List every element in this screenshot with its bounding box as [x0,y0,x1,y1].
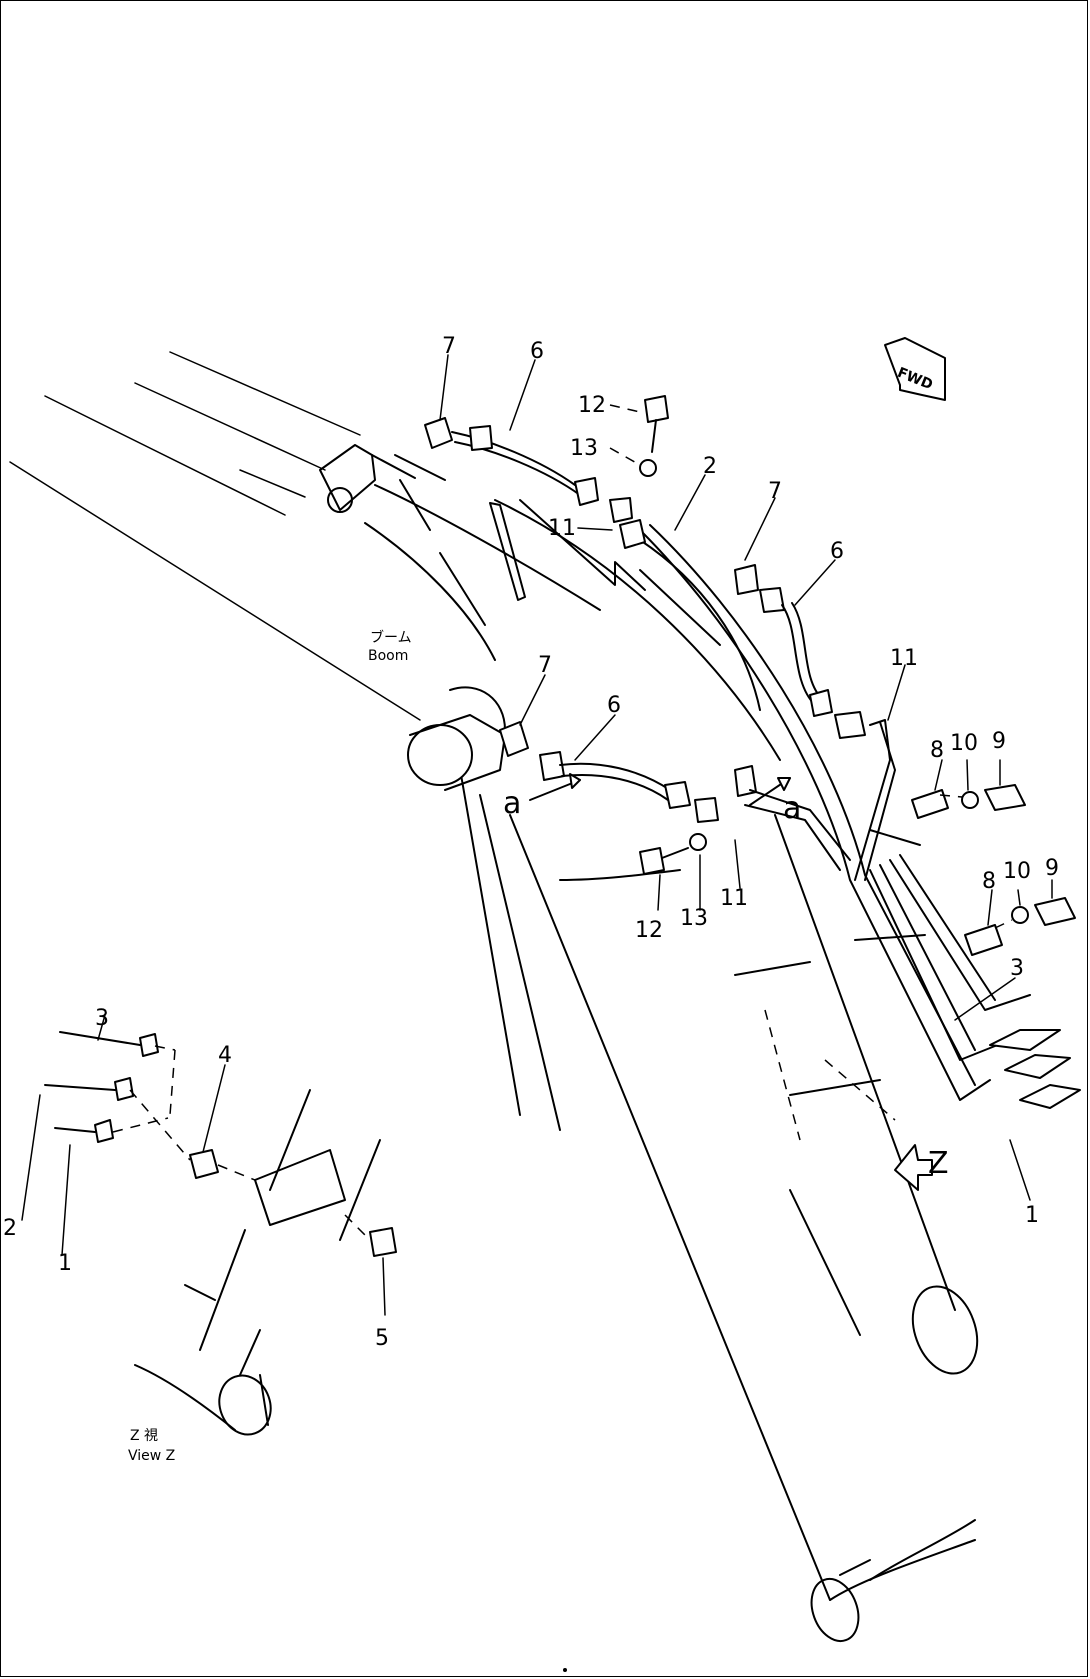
part-label-11: 11 [890,646,918,671]
bolts-and-washers [639,395,1076,956]
main-pipes [639,524,1081,1109]
part-label-12: 12 [635,918,663,943]
part-label-1: 1 [1025,1203,1039,1228]
view-label-en: View Z [128,1448,175,1464]
part-label-9: 9 [1045,856,1059,881]
part-label-11: 11 [720,886,748,911]
part-label-2: 2 [703,454,717,479]
marker-a-right: a [783,791,801,826]
part-label-8: 8 [982,869,996,894]
part-label-7: 7 [768,479,782,504]
inset-part-label-4: 4 [218,1043,232,1068]
inset-part-label-5: 5 [375,1326,389,1351]
part-label-10: 10 [1003,859,1031,884]
part-label-3: 3 [1010,956,1024,981]
view-label-jp: Z 視 [130,1428,158,1444]
part-label-6: 6 [530,339,544,364]
page-dot [563,1668,567,1672]
inset-part-label-3: 3 [95,1006,109,1031]
part-label-6: 6 [830,539,844,564]
hose-lower [499,721,851,871]
part-label-6: 6 [607,693,621,718]
hose-upper [424,417,646,549]
inset-part-label-2: 2 [3,1216,17,1241]
hose-middle [734,564,896,881]
part-label-7: 7 [538,653,552,678]
leader-lines [21,354,1053,1316]
boom-label-en: Boom [368,648,408,664]
part-label-8: 8 [930,738,944,763]
part-label-9: 9 [992,729,1006,754]
part-label-7: 7 [442,334,456,359]
part-label-13: 13 [570,436,598,461]
fwd-arrow-icon [884,337,946,401]
part-label-10: 10 [950,731,978,756]
part-label-13: 13 [680,906,708,931]
part-label-11: 11 [548,516,576,541]
inset-part-label-1: 1 [58,1251,72,1276]
marker-z: Z [928,1146,949,1181]
marker-a-left: a [503,786,521,821]
view-z-inset [44,1031,397,1436]
boom-label-jp: ブーム [370,629,412,646]
part-label-12: 12 [578,393,606,418]
